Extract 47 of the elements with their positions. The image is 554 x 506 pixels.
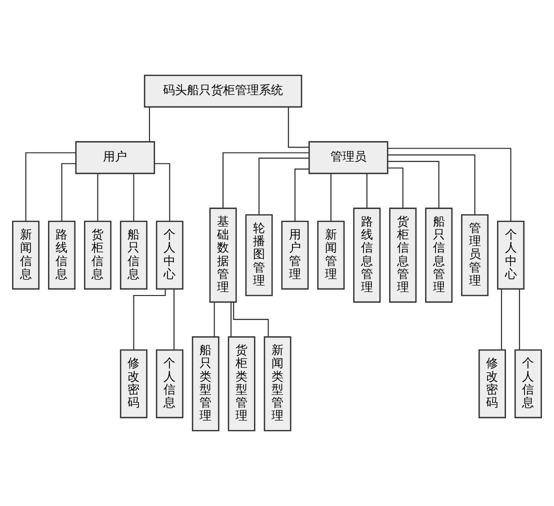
connector (294, 168, 309, 222)
connector (222, 152, 310, 208)
node-box: 路线信息 (48, 220, 76, 290)
node-box: 码头船只货柜管理系统 (144, 74, 302, 108)
connector (388, 148, 512, 222)
node-box: 船只信息管理 (425, 208, 453, 303)
node-box: 管理员管理 (461, 214, 489, 296)
connector (330, 174, 332, 222)
connector (133, 174, 134, 222)
node-box: 新闻管理 (317, 220, 345, 290)
node-box: 管理员 (308, 141, 388, 174)
node-box: 修改密码 (120, 349, 148, 418)
connector (230, 302, 232, 337)
connector (388, 167, 404, 208)
connector (500, 288, 502, 350)
connector (388, 160, 440, 208)
connector (154, 163, 170, 222)
connector (133, 289, 166, 350)
node-box: 个人中心 (156, 220, 184, 290)
node-box: 个人信息 (156, 349, 184, 418)
node-box: 货柜类型管理 (228, 336, 256, 432)
node-box: 新闻信息 (12, 220, 40, 290)
connector (61, 163, 76, 222)
node-box: 路线信息管理 (353, 208, 381, 303)
node-box: 新闻类型管理 (264, 336, 292, 432)
node-box: 船只类型管理 (192, 336, 220, 432)
connector (366, 174, 368, 208)
connector (214, 302, 215, 337)
node-box: 货柜信息管理 (389, 208, 417, 303)
node-box: 轮播图管理 (245, 214, 273, 296)
node-box: 个人信息 (514, 349, 542, 418)
connector (173, 288, 175, 350)
node-box: 货柜信息 (84, 220, 112, 290)
connector (233, 302, 269, 337)
node-box: 用户管理 (281, 220, 309, 290)
connector (518, 288, 520, 350)
connector (258, 158, 309, 215)
node-box: 船只信息 (120, 220, 148, 290)
node-box: 用户 (75, 141, 156, 174)
connector (148, 107, 150, 142)
connector (288, 107, 310, 148)
node-box: 个人中心 (497, 220, 524, 290)
connector (388, 154, 476, 215)
node-box: 基础数据管理 (209, 208, 237, 303)
connector (25, 152, 76, 222)
connector (97, 174, 98, 222)
node-box: 修改密码 (478, 349, 506, 418)
